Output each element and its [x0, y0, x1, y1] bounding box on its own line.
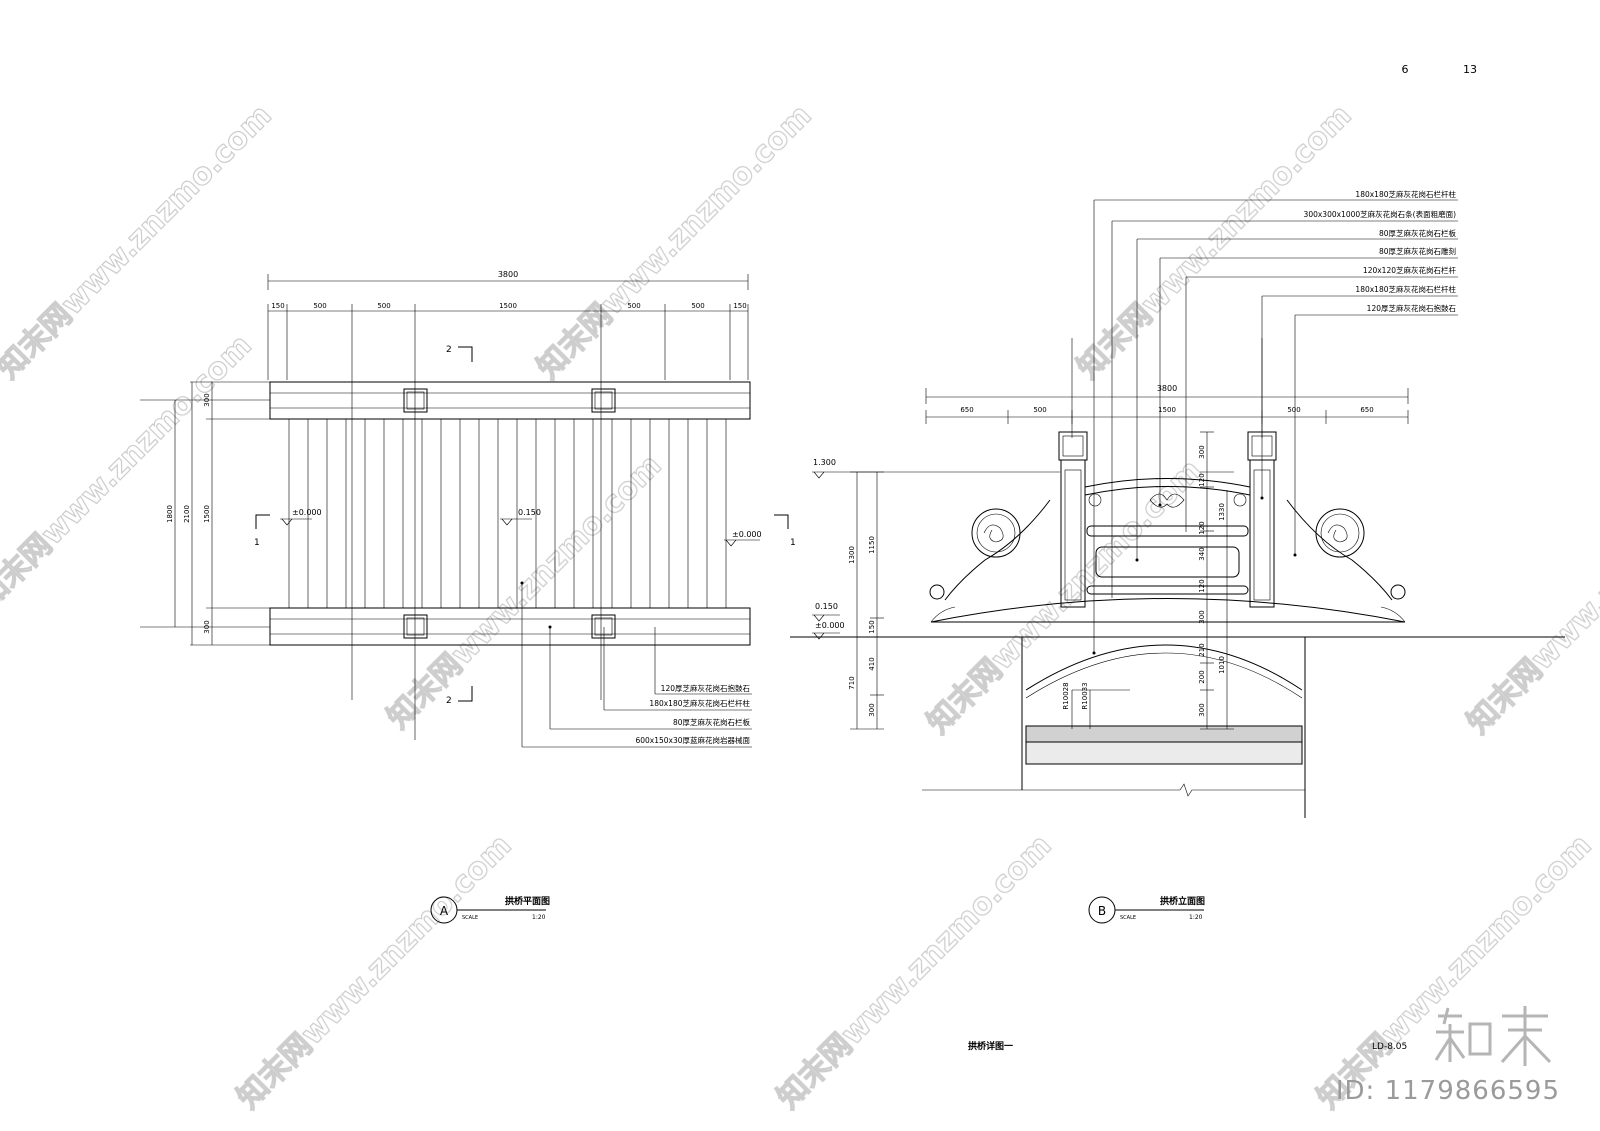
plan-seg-dim: 500 — [377, 302, 390, 310]
elev-note: 180x180芝麻灰花岗石栏杆柱 — [1355, 189, 1456, 199]
radius-2: R10028 — [1062, 682, 1070, 709]
elev-vdim: 710 — [848, 676, 856, 689]
elev-inner-dim: 1010 — [1218, 656, 1226, 674]
section-mark-2-top: 2 — [446, 345, 452, 355]
plan-note: 80厚芝麻灰花岗石栏板 — [673, 717, 751, 727]
watermark-text: 知末网www.znzmo.com — [1311, 828, 1599, 1116]
plan-view: 3800 150 500 500 1500 500 500 150 — [140, 270, 796, 924]
page-total: 13 — [1463, 63, 1477, 76]
elev-inner-dim: 120 — [1198, 521, 1206, 534]
plan-seg-dim: 500 — [313, 302, 326, 310]
elev-inner-dim: 210 — [1198, 643, 1206, 656]
elev-vdim: 410 — [868, 657, 876, 670]
elev-seg-dim: 650 — [960, 406, 973, 414]
watermark-text: 知末网www.znzmo.com — [231, 828, 519, 1116]
elev-seg-dim: 1500 — [1158, 406, 1176, 414]
radius-1: R10033 — [1081, 682, 1089, 709]
foundation-hatch — [1026, 726, 1302, 764]
elev-deck: 0.150 — [815, 602, 838, 611]
deck-boards — [288, 419, 727, 608]
elev-vdim: 1150 — [868, 536, 876, 554]
elev-inner-dim: 340 — [1198, 547, 1206, 560]
plan-seg-dim: 1500 — [499, 302, 517, 310]
elev-inner-dim: 300 — [1198, 610, 1206, 623]
watermark-text: 知末网www.znzmo.com — [771, 828, 1059, 1116]
plan-elev-left: ±0.000 — [292, 508, 322, 517]
sheet-number: LD-8.05 — [1372, 1042, 1407, 1052]
plan-overall-dim: 3800 — [498, 270, 518, 279]
page-number: 6 — [1402, 63, 1409, 76]
watermark-layer: 知末网www.znzmo.com 知末网www.znzmo.com 知末网www… — [0, 97, 1600, 1116]
elev-overall-dim: 3800 — [1157, 384, 1177, 393]
plan-elev-right: ±0.000 — [732, 530, 762, 539]
plan-note: 120厚芝麻灰花岗石抱鼓石 — [661, 683, 751, 693]
elev-note: 180x180芝麻灰花岗石栏杆柱 — [1355, 284, 1456, 294]
plan-seg-dim: 150 — [271, 302, 284, 310]
plan-note: 600x150x30厚蓝麻花岗岩器械面 — [635, 735, 750, 745]
elev-vdim: 150 — [868, 620, 876, 633]
section-mark-1-right: 1 — [790, 538, 796, 548]
plan-vdim-part: 300 — [203, 393, 211, 406]
elev-note: 80厚芝麻灰花岗石栏板 — [1379, 228, 1457, 238]
plan-vdim-outer: 1800 — [166, 505, 174, 523]
plan-scale: 1:20 — [532, 914, 546, 921]
brand-logo — [1434, 1006, 1552, 1066]
elev-scale-label: SCALE — [1120, 915, 1136, 921]
elev-note: 300x300x1000芝麻灰花岗石条(表面粗磨面) — [1304, 209, 1457, 219]
section-mark-1-left: 1 — [254, 538, 260, 548]
watermark-text: 知末网www.znzmo.com — [1071, 98, 1359, 386]
elev-badge: B — [1098, 904, 1106, 918]
elev-note: 120x120芝麻灰花岗石栏杆 — [1363, 265, 1457, 275]
elev-inner-dim: 120 — [1198, 473, 1206, 486]
plan-scale-label: SCALE — [462, 915, 478, 921]
elev-inner-dim: 120 — [1198, 579, 1206, 592]
plan-note: 180x180芝麻灰花岗石栏杆柱 — [649, 698, 750, 708]
plan-vdim-part: 1500 — [203, 505, 211, 523]
watermark-text: 知末网www.znzmo.com — [0, 328, 259, 616]
plan-vdim-total: 2100 — [183, 505, 191, 523]
elev-inner-dim: 200 — [1198, 670, 1206, 683]
plan-vdim-part: 300 — [203, 620, 211, 633]
elev-vdim: 1300 — [848, 546, 856, 564]
sheet-title: 拱桥详图一 — [968, 1040, 1013, 1052]
plan-elev-mid: 0.150 — [518, 508, 541, 517]
plan-seg-dim: 500 — [627, 302, 640, 310]
elev-ground: ±0.000 — [815, 621, 845, 630]
elev-note: 80厚芝麻灰花岗石雕刻 — [1379, 246, 1456, 256]
elev-seg-dim: 500 — [1033, 406, 1046, 414]
elev-inner-dim: 300 — [1198, 703, 1206, 716]
plan-title: 拱桥平面图 — [505, 895, 550, 907]
elev-note: 120厚芝麻灰花岗石抱鼓石 — [1367, 303, 1457, 313]
section-mark-2-bottom: 2 — [446, 696, 452, 706]
plan-badge: A — [440, 904, 449, 918]
watermark-id: ID: 1179866595 — [1335, 1076, 1560, 1106]
watermark-text: 知末网www.znzmo.com — [381, 448, 669, 736]
watermark-text: 知末网www.znzmo.com — [1461, 453, 1600, 741]
watermark-text: 知末网www.znzmo.com — [531, 98, 819, 386]
elevation-view: 3800 650 500 1500 500 650 — [790, 189, 1565, 924]
elev-seg-dim: 650 — [1360, 406, 1373, 414]
elev-scale: 1:20 — [1189, 914, 1203, 921]
elev-title: 拱桥立面图 — [1160, 895, 1205, 907]
elev-inner-dim: 300 — [1198, 445, 1206, 458]
elev-inner-dim: 1330 — [1218, 503, 1226, 521]
elev-top: 1.300 — [813, 458, 836, 467]
plan-seg-dim: 500 — [691, 302, 704, 310]
elev-vdim: 300 — [868, 703, 876, 716]
elev-seg-dim: 500 — [1287, 406, 1300, 414]
plan-seg-dim: 150 — [733, 302, 746, 310]
